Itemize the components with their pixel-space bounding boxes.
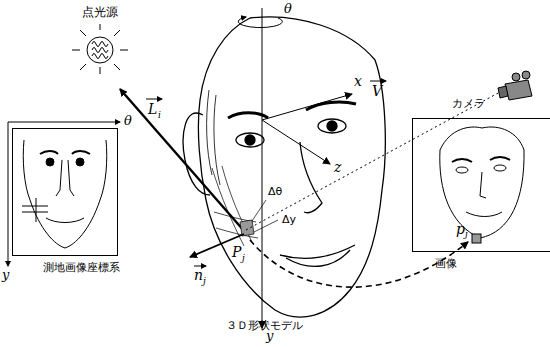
camera-label: カメラ	[452, 98, 485, 109]
drawing-part	[92, 48, 108, 53]
drawing-part	[194, 266, 206, 267]
drawing-part	[262, 8, 263, 328]
axis-label: z	[334, 160, 341, 174]
drawing-part	[370, 81, 386, 82]
drawing-part	[318, 119, 346, 133]
vector-symbol: n	[194, 268, 203, 282]
model-label: ３Ｄ形状モデル	[226, 320, 303, 331]
drawing-part	[114, 64, 120, 70]
surface-mesh	[212, 166, 278, 246]
box-caption: 画像	[435, 256, 457, 271]
axes	[238, 8, 352, 328]
drawing-part	[214, 95, 220, 185]
drawing-part	[87, 37, 113, 63]
vector-symbol: V	[372, 84, 382, 98]
vector-symbol: L	[148, 102, 157, 116]
drawing-part	[245, 135, 255, 145]
drawing-part	[207, 90, 212, 175]
drawing-part	[46, 218, 84, 223]
drawing-part	[250, 17, 385, 190]
subscript: j	[203, 277, 206, 286]
geodesic-image-box: 測地画像座標系	[12, 128, 118, 256]
axis-label: x	[354, 74, 362, 88]
drawing-part	[440, 127, 524, 150]
projection-path	[250, 240, 468, 287]
drawing-part	[56, 160, 74, 196]
drawing-part	[466, 212, 502, 217]
drawing-part	[472, 234, 481, 243]
drawing-part	[327, 121, 337, 131]
point-label: P	[232, 245, 241, 259]
drawing-part	[23, 140, 30, 200]
drawing-part	[490, 157, 510, 160]
drawing-part	[240, 220, 254, 236]
axis-label: θ	[284, 2, 292, 15]
drawing-part	[30, 200, 100, 248]
drawing-part	[120, 89, 245, 232]
drawing-part	[100, 140, 107, 200]
drawing-part	[300, 142, 322, 213]
drawing-part	[80, 30, 86, 36]
geodesic-axes	[8, 122, 120, 266]
delta-label: Δθ	[268, 186, 282, 197]
drawing-part	[246, 92, 500, 230]
light-label: 点光源	[82, 6, 118, 18]
axis-label: θ	[124, 114, 132, 127]
drawing-part	[72, 151, 90, 154]
drawing-part	[22, 206, 48, 207]
axis-label: y	[266, 329, 273, 342]
box-caption: 測地画像座標系	[43, 260, 120, 275]
drawing-part	[114, 30, 120, 36]
head-outline	[183, 17, 385, 317]
drawing-part	[250, 240, 468, 287]
drawing-part	[306, 102, 356, 110]
delta-label: Δy	[282, 214, 296, 225]
drawing-part	[262, 120, 330, 164]
drawing-part	[36, 198, 37, 222]
point-light	[72, 24, 128, 74]
unwrapped-face	[22, 140, 107, 248]
drawing-part	[146, 99, 162, 100]
drawing-part	[92, 42, 108, 47]
drawing-part	[92, 54, 108, 59]
drawing-part	[100, 24, 101, 30]
drawing-part	[498, 86, 508, 98]
drawing-part	[440, 150, 524, 238]
drawing-part	[522, 71, 530, 79]
drawing-part	[120, 50, 128, 51]
light-vector	[120, 89, 245, 232]
image-box: 画像	[412, 118, 550, 252]
drawing-part	[80, 64, 86, 70]
drawing-part	[8, 122, 9, 266]
drawing-part	[252, 200, 266, 221]
axis-label: y	[2, 268, 9, 281]
normal-vector	[190, 234, 244, 266]
drawing-part	[72, 50, 80, 51]
camera	[246, 71, 532, 230]
subscript: j	[465, 230, 468, 239]
drawing-part	[456, 167, 468, 173]
drawing-part	[262, 94, 352, 120]
drawing-part	[46, 158, 54, 166]
drawing-part	[494, 165, 506, 171]
drawing-part	[254, 220, 278, 232]
drawing-part	[236, 133, 264, 147]
subscript: i	[158, 111, 161, 120]
drawing-part	[8, 122, 120, 123]
subscript: j	[242, 254, 245, 263]
drawing-part	[286, 250, 350, 266]
drawing-part	[100, 67, 101, 74]
drawing-part	[512, 73, 520, 81]
drawing-part	[452, 159, 472, 162]
point-label: p	[456, 222, 465, 236]
drawing-part	[76, 158, 84, 166]
drawing-part	[480, 172, 486, 198]
drawing-part	[505, 80, 532, 100]
drawing-part	[183, 113, 210, 195]
drawing-part	[22, 212, 48, 213]
drawing-part	[40, 151, 58, 154]
photo-face	[440, 127, 524, 243]
drawing-part	[238, 17, 282, 28]
